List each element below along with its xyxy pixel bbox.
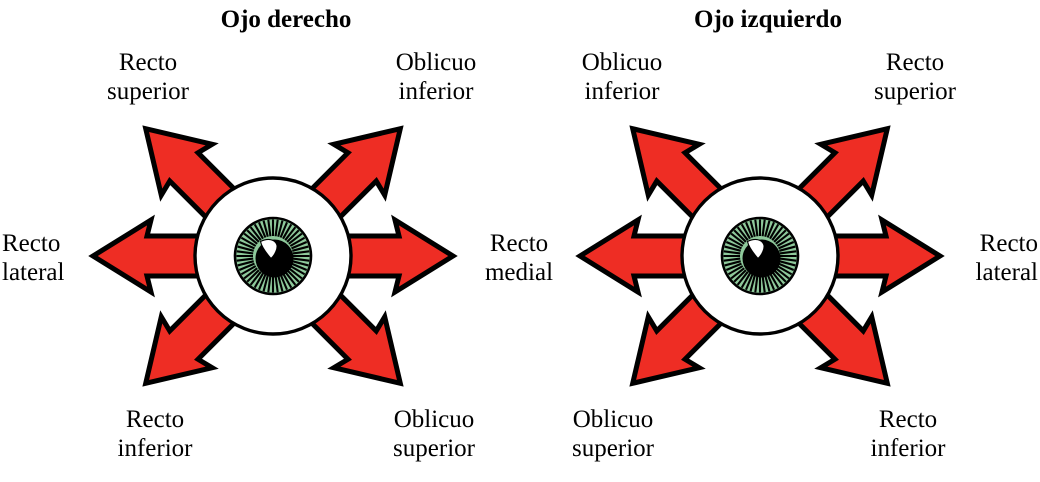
label-line-1: Recto <box>118 49 178 76</box>
label-line-1: Oblicuo <box>393 406 475 433</box>
label-line-1: Recto <box>489 230 549 257</box>
label-recto-lateral-left: Recto lateral <box>976 229 1038 287</box>
eyeball-right <box>193 176 353 336</box>
label-line-1: Recto <box>125 406 185 433</box>
label-recto-superior-right: Recto superior <box>107 48 189 106</box>
arrow-recto-inferior <box>120 274 254 408</box>
label-line-2: superior <box>393 435 475 462</box>
label-oblicuo-inferior-left: Oblicuo inferior <box>582 48 663 106</box>
panel-artwork-left-eye <box>580 103 940 408</box>
arrow-recto-medial <box>580 220 698 292</box>
label-oblicuo-superior-right: Oblicuo superior <box>393 405 475 463</box>
label-line-1: Recto <box>2 230 61 257</box>
panel-title-right-eye: Ojo derecho <box>220 6 352 33</box>
arrow-recto-superior <box>778 103 912 237</box>
label-recto-superior-left: Recto superior <box>874 48 956 106</box>
arrow-recto-inferior <box>778 274 912 408</box>
label-line-2: inferior <box>584 78 660 105</box>
label-line-1: Oblicuo <box>395 49 477 76</box>
label-line-2: superior <box>572 435 654 462</box>
label-line-2: superior <box>107 78 189 105</box>
label-oblicuo-superior-left: Oblicuo superior <box>572 405 654 463</box>
arrow-recto-medial <box>335 220 453 292</box>
label-line-1: Recto <box>885 49 945 76</box>
label-recto-lateral-right: Recto lateral <box>2 229 64 287</box>
label-line-1: Oblicuo <box>581 49 663 76</box>
arrow-oblicuo-superior <box>607 274 741 408</box>
arrow-recto-superior <box>120 103 254 237</box>
label-line-2: lateral <box>975 259 1038 286</box>
eyeball-left <box>680 176 840 336</box>
label-line-2: superior <box>874 78 956 105</box>
arrow-recto-lateral <box>822 220 940 292</box>
arrow-oblicuo-inferior <box>291 103 425 237</box>
label-recto-inferior-left: Recto inferior <box>871 405 946 463</box>
label-line-1: Recto <box>979 230 1038 257</box>
label-recto-medial-shared: Recto medial <box>485 229 553 287</box>
label-line-1: Recto <box>878 406 938 433</box>
arrow-recto-lateral <box>93 220 211 292</box>
label-line-2: inferior <box>117 435 193 462</box>
label-line-2: inferior <box>870 435 946 462</box>
label-line-1: Oblicuo <box>572 406 654 433</box>
label-recto-inferior-right: Recto inferior <box>118 405 193 463</box>
label-oblicuo-inferior-right: Oblicuo inferior <box>396 48 477 106</box>
label-line-2: lateral <box>2 259 65 286</box>
panel-artwork-right-eye <box>93 103 453 408</box>
label-line-2: medial <box>484 259 554 286</box>
arrow-oblicuo-superior <box>291 274 425 408</box>
label-line-2: inferior <box>398 78 474 105</box>
arrow-oblicuo-inferior <box>607 103 741 237</box>
panel-title-left-eye: Ojo izquierdo <box>694 6 842 33</box>
